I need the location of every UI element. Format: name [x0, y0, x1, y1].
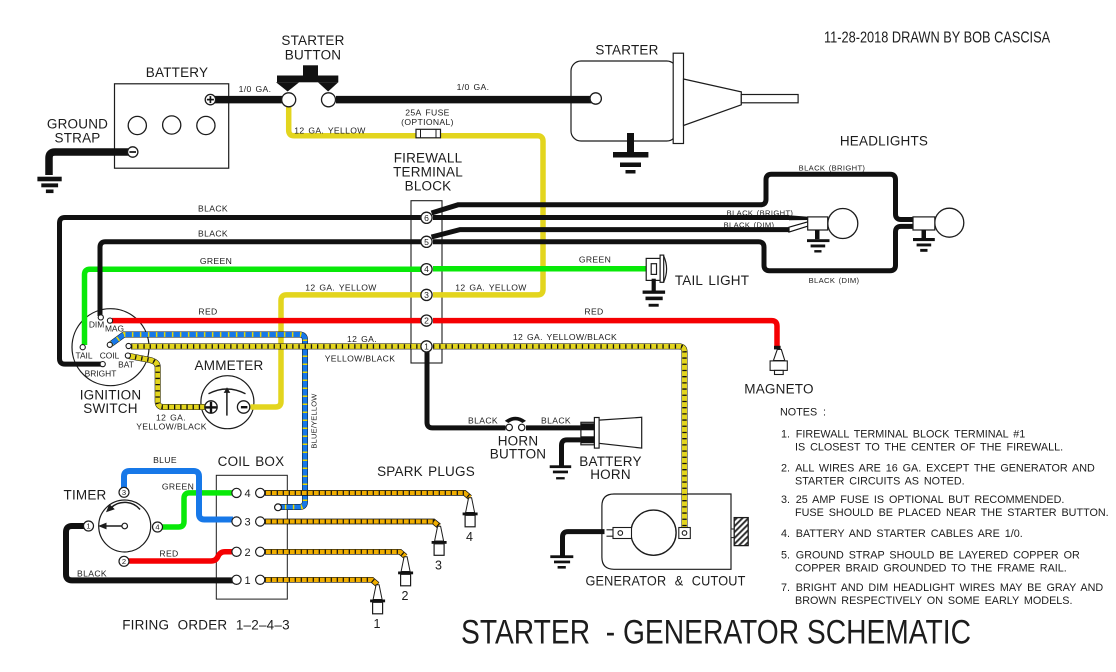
svg-text:4: 4	[466, 530, 473, 544]
svg-text:1: 1	[424, 341, 429, 351]
svg-text:FIREWALL: FIREWALL	[394, 151, 463, 166]
svg-text:BATTERY: BATTERY	[579, 454, 641, 469]
svg-text:BLOCK: BLOCK	[405, 179, 452, 194]
svg-text:COIL: COIL	[100, 351, 120, 361]
svg-text:TERMINAL: TERMINAL	[393, 165, 463, 180]
svg-text:MAG: MAG	[105, 324, 124, 334]
svg-text:1/0 GA.: 1/0 GA.	[457, 82, 490, 92]
svg-text:GREEN: GREEN	[200, 256, 232, 266]
svg-text:GREEN: GREEN	[162, 482, 194, 492]
svg-text:BLACK: BLACK	[77, 569, 107, 579]
svg-text:25A FUSE: 25A FUSE	[405, 108, 449, 118]
svg-text:1: 1	[374, 617, 381, 631]
svg-text:FUSE SHOULD BE PLACED NEAR THE: FUSE SHOULD BE PLACED NEAR THE STARTER B…	[795, 507, 1109, 519]
svg-text:FIRING ORDER 1–2–4–3: FIRING ORDER 1–2–4–3	[122, 618, 290, 633]
svg-text:BRIGHT: BRIGHT	[85, 369, 117, 379]
svg-text:TAIL LIGHT: TAIL LIGHT	[675, 273, 749, 288]
svg-text:COPPER BRAID GROUNDED TO THE F: COPPER BRAID GROUNDED TO THE FRAME RAIL.	[795, 563, 1067, 575]
svg-text:12 GA. YELLOW: 12 GA. YELLOW	[305, 283, 377, 293]
svg-text:2: 2	[424, 316, 429, 326]
svg-text:3: 3	[122, 488, 126, 497]
svg-text:IS CLOSEST TO THE CENTER OF TH: IS CLOSEST TO THE CENTER OF THE FIREWALL…	[795, 442, 1063, 454]
svg-text:3: 3	[244, 517, 250, 529]
svg-text:YELLOW/BLACK: YELLOW/BLACK	[325, 354, 396, 364]
svg-text:BROWN RESPECTIVELY ON SOME EAR: BROWN RESPECTIVELY ON SOME EARLY MODELS.	[795, 595, 1073, 607]
svg-text:STARTER - GENERATOR SCHEMATIC: STARTER - GENERATOR SCHEMATIC	[461, 613, 971, 651]
svg-text:1/0 GA.: 1/0 GA.	[239, 84, 272, 94]
svg-text:3: 3	[435, 559, 442, 573]
svg-text:GENERATOR & CUTOUT: GENERATOR & CUTOUT	[585, 573, 745, 588]
svg-text:BLACK: BLACK	[541, 416, 571, 426]
svg-text:2: 2	[244, 547, 250, 559]
svg-text:1: 1	[86, 522, 90, 531]
svg-text:BATTERY: BATTERY	[146, 65, 208, 80]
svg-text:STARTER CIRCUITS AS NOTED.: STARTER CIRCUITS AS NOTED.	[795, 476, 965, 488]
svg-text:(OPTIONAL): (OPTIONAL)	[401, 117, 454, 127]
svg-text:MAGNETO: MAGNETO	[744, 382, 813, 397]
svg-text:BLACK (BRIGHT): BLACK (BRIGHT)	[727, 209, 794, 218]
svg-text:2: 2	[402, 589, 409, 603]
svg-text:BLACK: BLACK	[198, 229, 228, 239]
svg-text:12 GA.: 12 GA.	[347, 334, 377, 344]
svg-text:4: 4	[424, 264, 429, 274]
svg-text:BLUE/YELLOW: BLUE/YELLOW	[310, 393, 319, 449]
svg-text:BLUE: BLUE	[153, 455, 177, 465]
svg-text:COIL BOX: COIL BOX	[218, 454, 285, 469]
svg-text:HORN: HORN	[498, 434, 539, 449]
svg-text:BLACK: BLACK	[198, 204, 228, 214]
svg-text:6: 6	[424, 213, 429, 223]
svg-text:GROUND: GROUND	[47, 117, 108, 132]
svg-text:BUTTON: BUTTON	[490, 447, 546, 462]
svg-text:BLACK: BLACK	[468, 416, 498, 426]
svg-text:SWITCH: SWITCH	[83, 401, 137, 416]
svg-text:7. BRIGHT AND DIM HEADLIGHT W: 7. BRIGHT AND DIM HEADLIGHT WIRES MAY BE…	[781, 582, 1103, 594]
svg-text:12 GA.: 12 GA.	[156, 413, 186, 423]
svg-text:11-28-2018 DRAWN BY BOB CASCIS: 11-28-2018 DRAWN BY BOB CASCISA	[824, 29, 1051, 46]
svg-text:12 GA. YELLOW: 12 GA. YELLOW	[455, 283, 527, 293]
svg-text:IGNITION: IGNITION	[80, 388, 142, 403]
svg-text:TIMER: TIMER	[64, 488, 107, 503]
svg-text:DIM: DIM	[89, 320, 104, 330]
svg-text:4. BATTERY AND STARTER CABLES: 4. BATTERY AND STARTER CABLES ARE 1/0.	[781, 528, 1023, 540]
svg-text:1: 1	[244, 575, 250, 587]
svg-text:5. GROUND STRAP SHOULD BE LAY: 5. GROUND STRAP SHOULD BE LAYERED COPPER…	[781, 550, 1080, 562]
svg-text:STARTER: STARTER	[281, 33, 344, 48]
svg-text:3: 3	[424, 290, 429, 300]
svg-text:AMMETER: AMMETER	[195, 358, 264, 373]
svg-text:RED: RED	[198, 307, 217, 317]
svg-text:12 GA. YELLOW: 12 GA. YELLOW	[294, 126, 366, 136]
svg-text:HORN: HORN	[590, 467, 631, 482]
svg-text:TAIL: TAIL	[75, 351, 92, 361]
svg-text:1. FIREWALL TERMINAL BLOCK TE: 1. FIREWALL TERMINAL BLOCK TERMINAL #1	[781, 429, 1025, 441]
svg-text:STRAP: STRAP	[54, 131, 100, 146]
svg-text:RED: RED	[584, 307, 603, 317]
svg-text:YELLOW/BLACK: YELLOW/BLACK	[136, 422, 207, 432]
svg-text:SPARK PLUGS: SPARK PLUGS	[377, 464, 475, 479]
svg-text:BLACK (DIM): BLACK (DIM)	[724, 221, 775, 230]
svg-text:BUTTON: BUTTON	[285, 48, 341, 63]
svg-text:NOTES :: NOTES :	[780, 407, 826, 419]
svg-text:4: 4	[244, 488, 250, 500]
svg-text:BLACK (BRIGHT): BLACK (BRIGHT)	[799, 164, 866, 173]
svg-text:HEADLIGHTS: HEADLIGHTS	[840, 134, 928, 149]
svg-text:GREEN: GREEN	[579, 255, 611, 265]
svg-text:5: 5	[424, 237, 429, 247]
svg-text:2. ALL WIRES ARE 16 GA. EXCEP: 2. ALL WIRES ARE 16 GA. EXCEPT THE GENER…	[781, 463, 1095, 475]
svg-text:12 GA. YELLOW/BLACK: 12 GA. YELLOW/BLACK	[513, 332, 617, 342]
svg-text:STARTER: STARTER	[595, 43, 658, 58]
svg-text:4: 4	[155, 523, 159, 532]
svg-text:RED: RED	[159, 549, 178, 559]
svg-text:2: 2	[122, 557, 126, 566]
svg-text:3. 25 AMP FUSE IS OPTIONAL BU: 3. 25 AMP FUSE IS OPTIONAL BUT RECOMMEND…	[781, 494, 1064, 506]
svg-text:BAT: BAT	[118, 360, 134, 370]
svg-text:BLACK (DIM): BLACK (DIM)	[809, 276, 860, 285]
